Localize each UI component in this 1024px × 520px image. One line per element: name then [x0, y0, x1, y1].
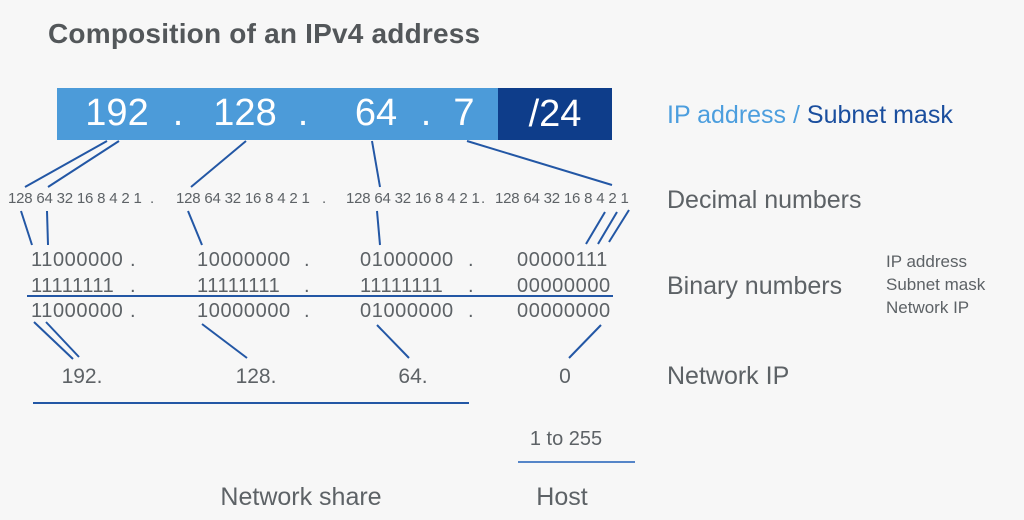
bar-caption: IP address / Subnet mask: [667, 101, 953, 130]
octet-3: 64: [354, 92, 398, 134]
dot-separator: .: [130, 300, 137, 322]
octet-1: 192: [85, 92, 149, 134]
network-ip-value: 192.: [61, 365, 103, 388]
binary-cell: 11000000: [31, 249, 124, 271]
label-binary-numbers: Binary numbers: [667, 272, 843, 300]
network-ip-value: 64.: [398, 365, 428, 388]
network-ip-value: 128.: [235, 365, 277, 388]
legend-subnet-mask: Subnet mask: [886, 275, 986, 294]
binary-cell: 10000000: [197, 249, 291, 271]
label-network-share: Network share: [220, 483, 382, 511]
decimal-weight-group-2: 128 64 32 16 8 4 2 1: [176, 190, 310, 207]
page-title: Composition of an IPv4 address: [48, 18, 481, 49]
legend-ip-address: IP address: [886, 252, 967, 271]
binary-cell: 00000000: [517, 300, 611, 322]
binary-cell: 10000000: [197, 300, 291, 322]
binary-cell: 01000000: [360, 249, 454, 271]
binary-cell: 11111111: [197, 275, 281, 297]
network-ip-row: 192. 128. 64. 0: [0, 365, 660, 389]
dot-separator: .: [304, 300, 311, 322]
decimal-weight-group-3: 128 64 32 16 8 4 2 1: [346, 190, 480, 207]
ip-address-segment: 192 . 128 . 64 . 7: [57, 88, 498, 140]
dot-separator: .: [468, 275, 475, 297]
dot-separator: .: [130, 275, 137, 297]
dot-separator: .: [304, 249, 311, 271]
binary-rows-legend: IP address Subnet mask Network IP: [886, 250, 985, 319]
binary-subnet-mask-row: 11111111 . 11111111 . 11111111 . 0000000…: [0, 275, 660, 297]
octet-2: 128: [213, 92, 277, 134]
binary-cell: 01000000: [360, 300, 454, 322]
dot-separator: .: [130, 249, 137, 271]
binary-ip-row: 11000000 . 10000000 . 01000000 . 0000011…: [0, 249, 660, 271]
binary-cell: 00000111: [517, 249, 608, 271]
dot-separator: .: [150, 190, 154, 207]
label-subnet-mask: Subnet mask: [806, 101, 953, 129]
label-network-ip: Network IP: [667, 362, 790, 390]
binary-network-ip-row: 11000000 . 10000000 . 01000000 . 0000000…: [0, 300, 660, 322]
subnet-mask-segment: /24: [498, 88, 612, 140]
binary-cell: 11000000: [31, 300, 124, 322]
binary-cell: 11111111: [31, 275, 115, 297]
dot-separator: .: [468, 300, 475, 322]
dot-separator: .: [468, 249, 475, 271]
subnet-prefix: /24: [528, 93, 582, 135]
label-ip-address: IP address: [667, 101, 787, 129]
dot-separator: .: [420, 92, 432, 134]
binary-cell: 11111111: [360, 275, 444, 297]
dot-separator: .: [297, 92, 309, 134]
legend-network-ip: Network IP: [886, 298, 970, 317]
label-slash: /: [786, 101, 807, 129]
binary-cell: 00000000: [517, 275, 611, 297]
label-host-range: 1 to 255: [529, 428, 603, 450]
decimal-weights-row: 128 64 32 16 8 4 2 1 . 128 64 32 16 8 4 …: [0, 190, 660, 210]
dot-separator: .: [481, 190, 485, 207]
decimal-weight-group-1: 128 64 32 16 8 4 2 1: [8, 190, 142, 207]
decimal-weight-group-4: 128 64 32 16 8 4 2 1: [495, 190, 629, 207]
network-ip-value: 0: [559, 365, 571, 388]
dot-separator: .: [304, 275, 311, 297]
dot-separator: .: [322, 190, 326, 207]
ipv4-address-bar: 192 . 128 . 64 . 7 /24: [57, 88, 612, 140]
dot-separator: .: [172, 92, 184, 134]
label-host: Host: [536, 483, 588, 511]
octet-4: 7: [453, 92, 475, 134]
label-decimal-numbers: Decimal numbers: [667, 186, 862, 214]
